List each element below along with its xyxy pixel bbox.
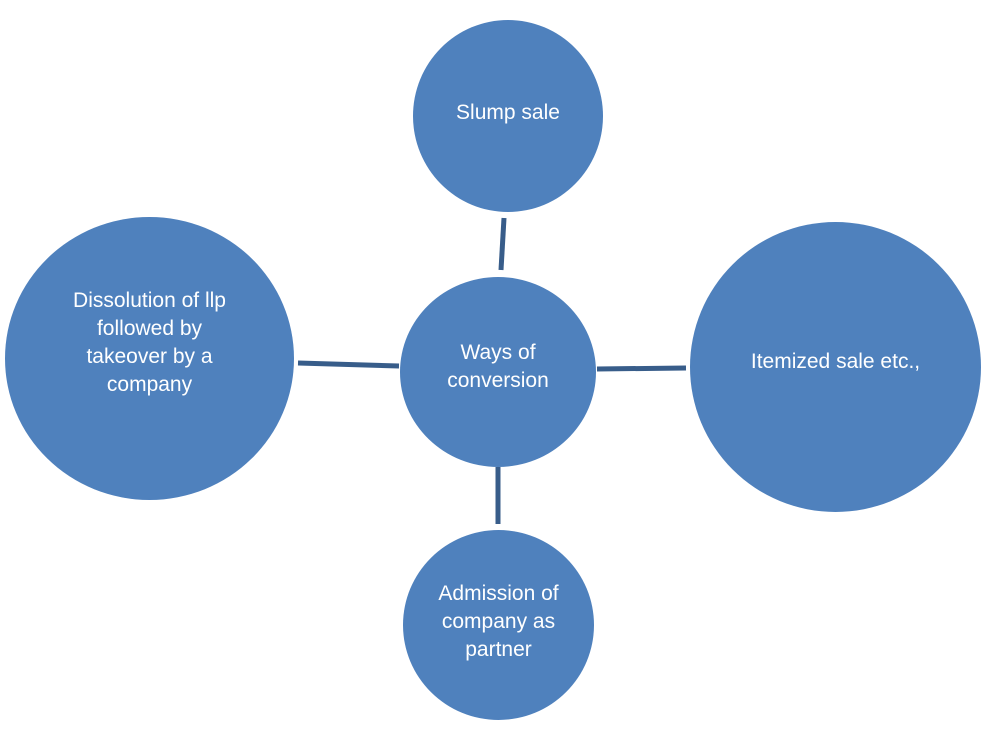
node-itemized-sale: Itemized sale etc.,	[690, 222, 981, 512]
node-itemized-sale-label: Itemized sale etc.,	[750, 350, 921, 373]
connector-right	[596, 365, 687, 372]
node-admission: Admission of company as partner	[403, 530, 594, 720]
connector-top	[498, 217, 507, 271]
node-ways-of-conversion-label: Ways of conversion	[447, 341, 549, 392]
node-admission-label: Admission of company as partner	[438, 582, 559, 661]
node-dissolution: Dissolution of llp followed by takeover …	[5, 217, 294, 500]
node-ways-of-conversion: Ways of conversion	[400, 277, 596, 467]
node-dissolution-label: Dissolution of llp followed by takeover …	[73, 288, 226, 396]
node-slump-sale-label: Slump sale	[456, 101, 560, 124]
node-slump-sale: Slump sale	[413, 20, 603, 212]
connector-left	[297, 360, 400, 369]
